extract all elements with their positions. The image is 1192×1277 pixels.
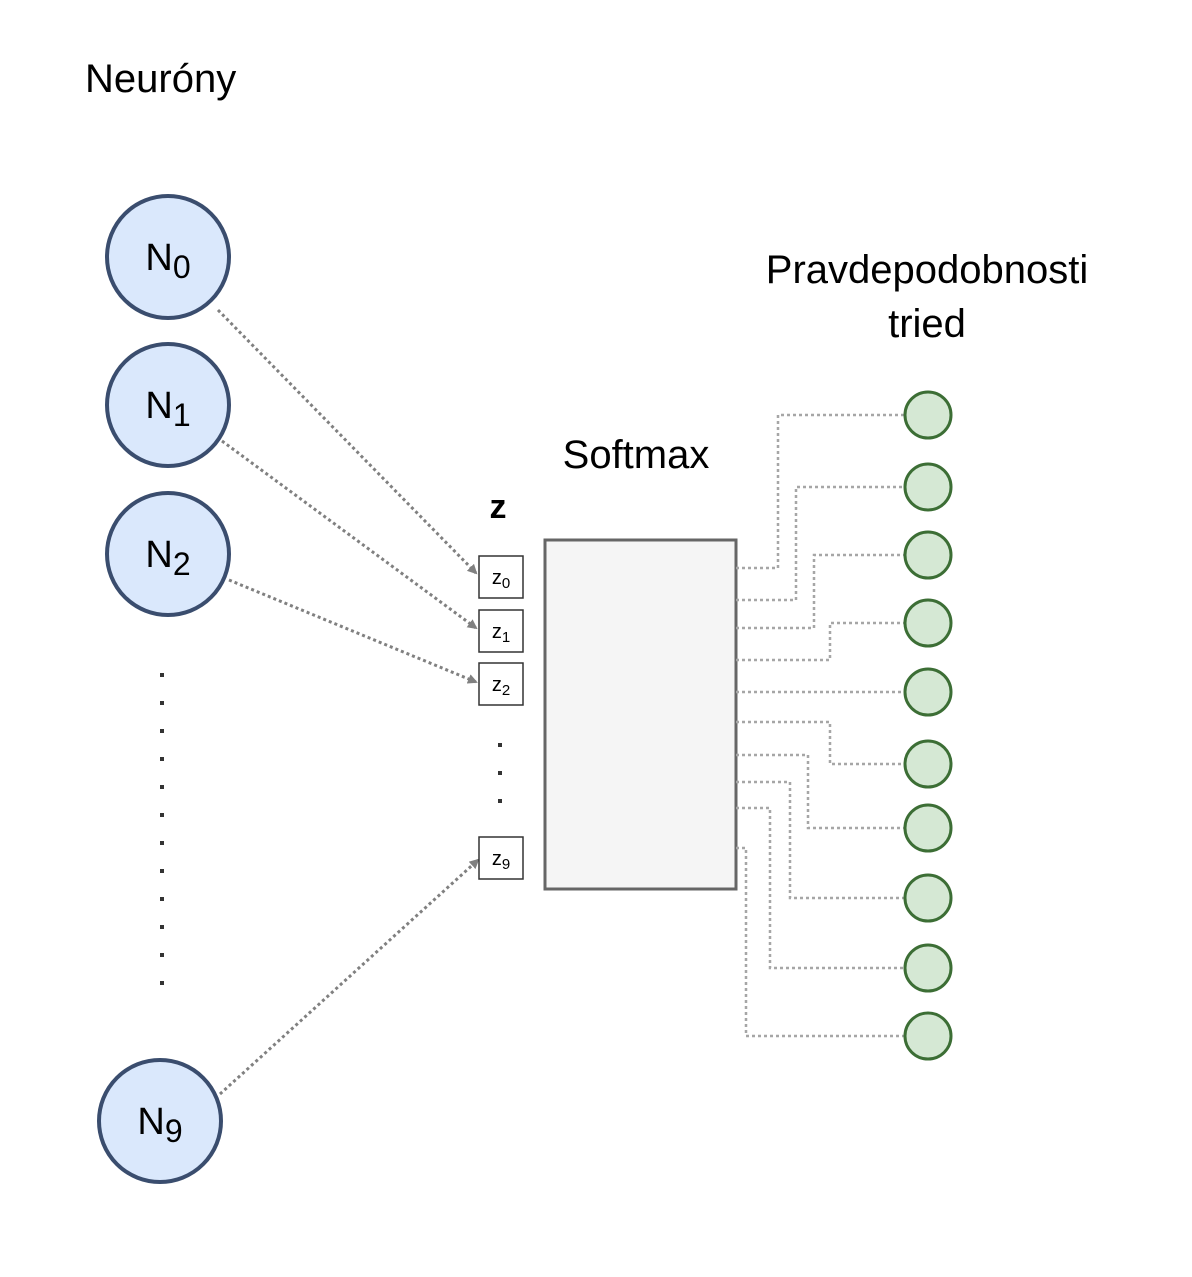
output-connector-6 (736, 753, 905, 830)
output-connector-3 (736, 621, 905, 662)
neuron-circle (105, 194, 231, 320)
neuron-label: N0 (145, 237, 190, 285)
class-probabilities (903, 390, 953, 1061)
neuron-circle (105, 342, 231, 468)
softmax-box (543, 538, 738, 891)
z-label: z9 (492, 848, 510, 873)
class-probability-node-5 (903, 739, 953, 789)
neuron-circle (105, 491, 231, 617)
output-connector-9 (736, 846, 905, 1038)
probabilities-title-line2: tried (888, 302, 966, 346)
class-probability-node-0 (903, 390, 953, 440)
z-box-1: z1 (478, 609, 524, 653)
neuron-label: N2 (145, 534, 190, 582)
neuron-n2: N2 (105, 491, 231, 617)
z-label: z1 (492, 621, 510, 646)
z-box-9: z9 (478, 836, 524, 880)
z-vector-label: z (490, 488, 507, 526)
arrow-n1-z1 (221, 439, 478, 630)
probabilities-title-line1: Pravdepodobnosti (766, 248, 1088, 292)
z-box-2: z2 (478, 662, 524, 706)
neurons-title: Neuróny (85, 57, 236, 101)
neuron-ellipsis (160, 673, 164, 985)
output-connector-0 (736, 413, 905, 570)
neuron-label: N9 (137, 1101, 182, 1149)
output-connector-1 (736, 485, 905, 602)
z-box-0: z0 (478, 555, 524, 599)
output-connector-5 (736, 720, 905, 766)
z-label: z2 (492, 674, 510, 699)
arrow-n9-z9 (218, 858, 480, 1096)
arrow-n0-z0 (216, 308, 478, 575)
neuron-n1: N1 (105, 342, 231, 468)
class-probability-node-2 (903, 530, 953, 580)
class-probability-node-7 (903, 873, 953, 923)
class-probability-node-8 (903, 943, 953, 993)
neuron-n0: N0 (105, 194, 231, 320)
z-ellipsis (498, 743, 502, 803)
class-probability-node-4 (903, 667, 953, 717)
class-probability-node-6 (903, 803, 953, 853)
class-probability-node-1 (903, 462, 953, 512)
neuron-arrows (216, 308, 480, 1096)
neuron-n9: N9 (97, 1058, 223, 1184)
class-probability-node-9 (903, 1011, 953, 1061)
output-connectors (736, 413, 905, 1038)
output-connector-7 (736, 780, 905, 900)
arrow-n2-z2 (228, 578, 478, 684)
output-connector-2 (736, 553, 905, 630)
softmax-label: Softmax (563, 433, 710, 477)
neuron-label: N1 (145, 385, 190, 433)
class-probability-node-3 (903, 598, 953, 648)
output-connector-8 (736, 806, 905, 970)
neuron-circle (97, 1058, 223, 1184)
z-label: z0 (492, 567, 510, 592)
